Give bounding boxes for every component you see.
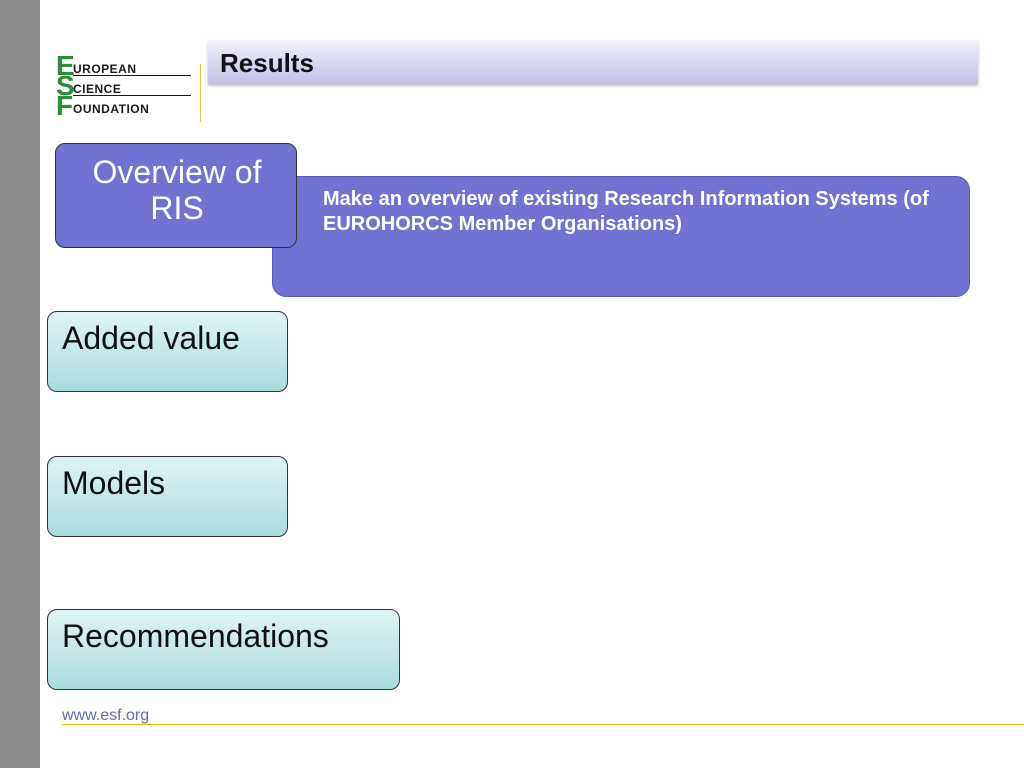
- recommendations-box[interactable]: Recommendations: [47, 609, 400, 690]
- logo-divider: [200, 64, 201, 122]
- added-value-box[interactable]: Added value: [47, 311, 288, 392]
- title-bar: Results: [208, 40, 978, 84]
- logo-row-european: E UROPEAN: [56, 52, 196, 80]
- description-panel: Make an overview of existing Research In…: [272, 176, 970, 297]
- recommendations-label: Recommendations: [62, 618, 329, 654]
- esf-logo: E UROPEAN S CIENCE F OUNDATION: [56, 52, 206, 126]
- logo-letter-e: E: [56, 50, 75, 81]
- logo-letter-s: S: [56, 70, 75, 101]
- logo-underline: [73, 95, 191, 96]
- logo-row-foundation: F OUNDATION: [56, 92, 196, 120]
- models-box[interactable]: Models: [47, 456, 288, 537]
- logo-row-science: S CIENCE: [56, 72, 196, 100]
- logo-word-european: UROPEAN: [73, 62, 137, 76]
- models-label: Models: [62, 465, 166, 501]
- overview-of-ris-label: Overview of RIS: [92, 154, 262, 226]
- footer-url[interactable]: www.esf.org: [62, 707, 150, 724]
- left-sidebar-bar: [0, 0, 40, 768]
- logo-word-foundation: OUNDATION: [73, 102, 150, 116]
- description-text: Make an overview of existing Research In…: [323, 188, 929, 235]
- added-value-label: Added value: [62, 320, 240, 356]
- logo-underline: [73, 75, 191, 76]
- footer-divider: [62, 724, 1024, 725]
- logo-letter-f: F: [56, 90, 74, 121]
- page-title: Results: [220, 48, 314, 78]
- logo-word-science: CIENCE: [73, 82, 122, 96]
- overview-of-ris-box[interactable]: Overview of RIS: [55, 143, 297, 248]
